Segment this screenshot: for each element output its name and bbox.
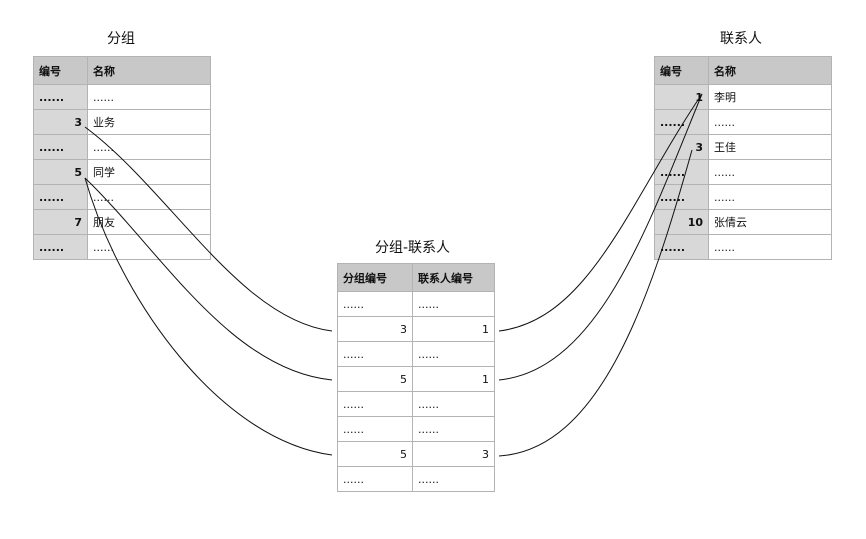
mapping-title: 分组-联系人 bbox=[375, 240, 451, 256]
mapping-group-id-cell: ...... bbox=[337, 466, 413, 492]
group-id-cell: 7 bbox=[33, 209, 88, 235]
group-name-cell: ...... bbox=[87, 134, 211, 160]
group-id-cell: 5 bbox=[33, 159, 88, 185]
group-id-cell: ...... bbox=[33, 134, 88, 160]
contact-name-cell: 张倩云 bbox=[708, 209, 832, 235]
contact-name-cell: 李明 bbox=[708, 84, 832, 110]
mapping-contact-id-cell: ...... bbox=[412, 341, 495, 367]
contacts-header-name: 名称 bbox=[708, 56, 832, 85]
link-mapping-contact1-a bbox=[498, 93, 703, 332]
link-group3-mapping bbox=[84, 126, 333, 332]
link-mapping-contact1-b bbox=[498, 93, 703, 381]
mapping-group-id-cell: 5 bbox=[337, 366, 413, 392]
table-row: ............ bbox=[654, 109, 832, 135]
group-id-cell: ...... bbox=[33, 234, 88, 260]
mapping-contact-id-cell: ...... bbox=[412, 466, 495, 492]
mapping-group-id-cell: ...... bbox=[337, 416, 413, 442]
contact-id-cell: 3 bbox=[654, 134, 709, 160]
table-row: ............ bbox=[337, 291, 495, 317]
contact-name-cell: ...... bbox=[708, 109, 832, 135]
table-row: ............ bbox=[337, 341, 495, 367]
table-row: ............ bbox=[33, 234, 211, 260]
table-row: ............ bbox=[654, 234, 832, 260]
contact-id-cell: ...... bbox=[654, 159, 709, 185]
groups-header-row: 编号 名称 bbox=[33, 56, 211, 85]
group-name-cell: ...... bbox=[87, 184, 211, 210]
table-row: ............ bbox=[33, 134, 211, 160]
contact-name-cell: 王佳 bbox=[708, 134, 832, 160]
groups-header-name: 名称 bbox=[87, 56, 211, 85]
groups-header-id: 编号 bbox=[33, 56, 88, 85]
mapping-group-id-cell: 5 bbox=[337, 441, 413, 467]
mapping-contact-id-cell: 1 bbox=[412, 366, 495, 392]
group-id-cell: ...... bbox=[33, 184, 88, 210]
mapping-contact-id-cell: 1 bbox=[412, 316, 495, 342]
contact-name-cell: ...... bbox=[708, 234, 832, 260]
mapping-group-id-cell: 3 bbox=[337, 316, 413, 342]
contacts-title: 联系人 bbox=[720, 31, 762, 47]
mapping-contact-id-cell: ...... bbox=[412, 416, 495, 442]
group-name-cell: 同学 bbox=[87, 159, 211, 185]
groups-title: 分组 bbox=[107, 31, 135, 47]
table-row: ............ bbox=[337, 416, 495, 442]
mapping-header-row: 分组编号 联系人编号 bbox=[337, 263, 495, 292]
mapping-group-id-cell: ...... bbox=[337, 391, 413, 417]
group-name-cell: 业务 bbox=[87, 109, 211, 135]
group-id-cell: ...... bbox=[33, 84, 88, 110]
mapping-group-id-cell: ...... bbox=[337, 291, 413, 317]
link-group5-mapping-a bbox=[84, 177, 333, 381]
link-mapping-contact3 bbox=[498, 149, 693, 457]
table-row: ............ bbox=[33, 84, 211, 110]
table-row: ............ bbox=[337, 466, 495, 492]
mapping-group-id-cell: ...... bbox=[337, 341, 413, 367]
link-group5-mapping-b bbox=[84, 177, 333, 456]
mapping-header-group-id: 分组编号 bbox=[337, 263, 413, 292]
table-row: ............ bbox=[33, 184, 211, 210]
group-name-cell: ...... bbox=[87, 84, 211, 110]
contacts-header-row: 编号 名称 bbox=[654, 56, 832, 85]
contact-name-cell: ...... bbox=[708, 184, 832, 210]
group-name-cell: 朋友 bbox=[87, 209, 211, 235]
contact-id-cell: ...... bbox=[654, 109, 709, 135]
mapping-contact-id-cell: ...... bbox=[412, 291, 495, 317]
mapping-header-contact-id: 联系人编号 bbox=[412, 263, 495, 292]
mapping-contact-id-cell: 3 bbox=[412, 441, 495, 467]
group-name-cell: ...... bbox=[87, 234, 211, 260]
